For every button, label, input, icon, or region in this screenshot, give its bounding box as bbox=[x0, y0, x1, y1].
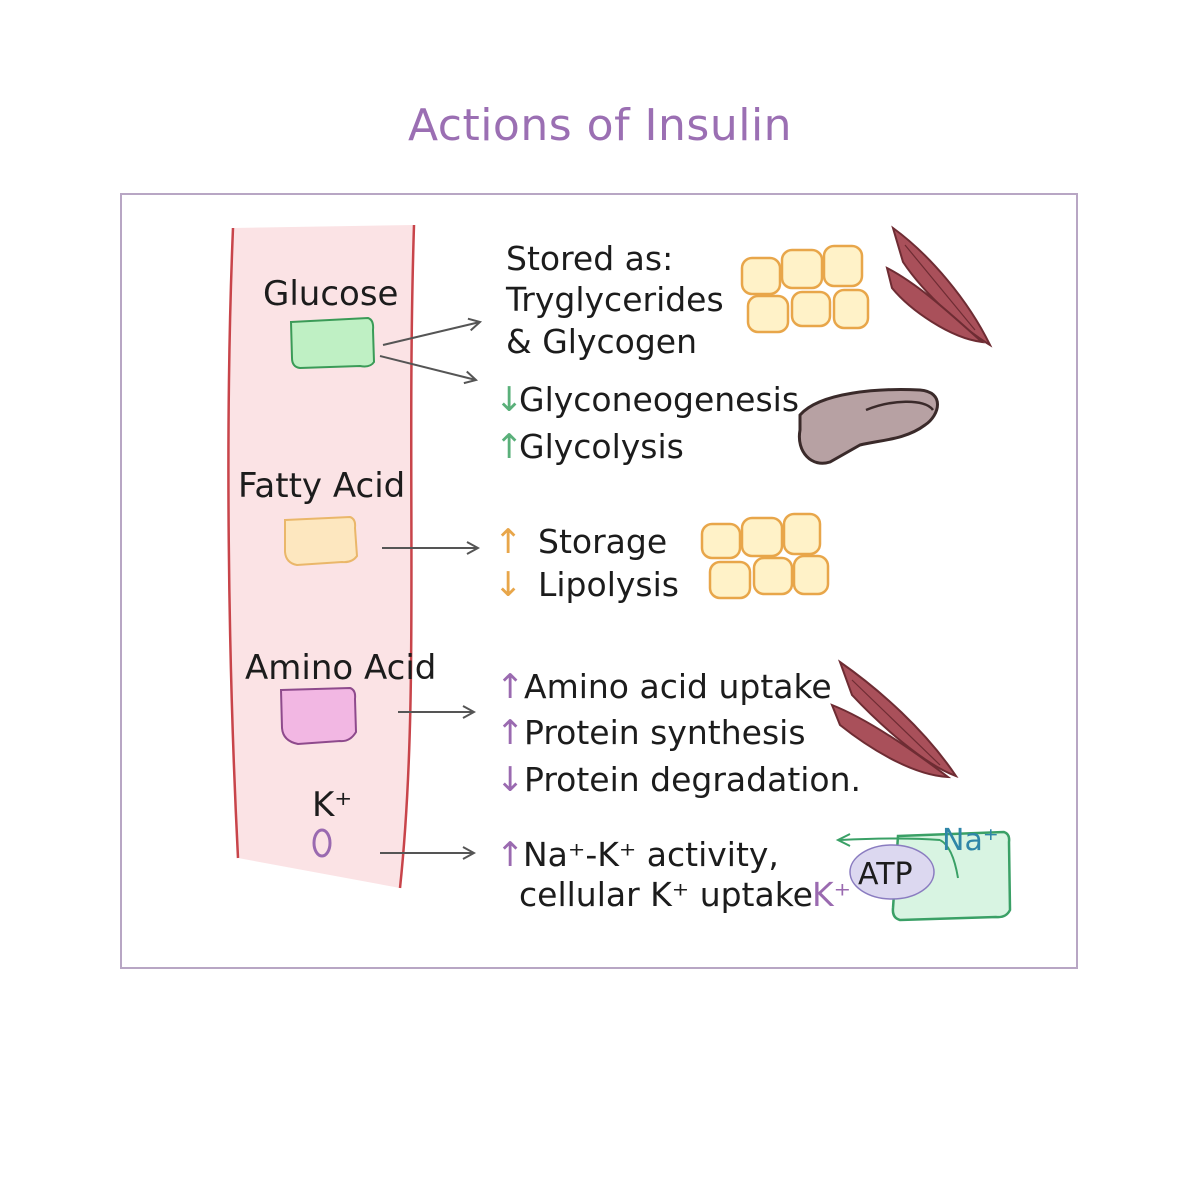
glycolysis-text: Glycolysis bbox=[519, 427, 684, 466]
skeletal-muscle-icon bbox=[830, 659, 959, 779]
glucose-molecule-icon bbox=[289, 316, 376, 370]
potassium-label: K⁺ bbox=[312, 785, 352, 825]
fatty-acid-molecule-icon bbox=[284, 515, 359, 567]
page-title: Actions of Insulin bbox=[407, 100, 793, 151]
glucose-label: Glucose bbox=[263, 274, 398, 314]
fatty-acid-label: Fatty Acid bbox=[238, 466, 405, 506]
lipolysis-text: Lipolysis bbox=[538, 565, 679, 604]
adipose-tissue-icon bbox=[700, 512, 830, 600]
down-arrow-icon: ↓ bbox=[495, 380, 524, 420]
stored-as-text: Stored as: bbox=[506, 239, 673, 278]
atp-label: ATP bbox=[858, 857, 913, 892]
adipose-tissue-icon bbox=[740, 244, 870, 334]
triglycerides-text: Tryglycerides bbox=[505, 280, 724, 319]
glycogen-text: & Glycogen bbox=[506, 322, 697, 361]
pump-k-label: K⁺ bbox=[812, 875, 851, 914]
amino-acid-molecule-icon bbox=[279, 686, 358, 746]
up-arrow-icon: ↑ bbox=[496, 667, 525, 707]
potassium-ion-icon bbox=[312, 828, 332, 858]
amino-uptake-text: Amino acid uptake bbox=[524, 667, 832, 706]
diagram-frame bbox=[120, 193, 1078, 969]
up-arrow-icon: ↑ bbox=[496, 713, 525, 753]
protein-degradation-text: Protein degradation. bbox=[524, 760, 861, 799]
up-arrow-icon: ↑ bbox=[495, 427, 524, 467]
skeletal-muscle-icon bbox=[885, 225, 993, 348]
k-uptake-text: cellular K⁺ uptake bbox=[519, 875, 813, 914]
glucose-liver-arrow bbox=[379, 355, 476, 380]
na-k-activity-text: Na⁺-K⁺ activity, bbox=[523, 835, 779, 874]
glucose-storage-arrow bbox=[382, 322, 480, 346]
gluconeogenesis-text: Glyconeogenesis bbox=[519, 380, 799, 419]
amino-acid-label: Amino Acid bbox=[245, 648, 436, 688]
storage-text: Storage bbox=[538, 522, 667, 561]
up-arrow-icon: ↑ bbox=[494, 522, 523, 562]
up-arrow-icon: ↑ bbox=[496, 835, 525, 875]
na-k-pump-icon: ATP Na⁺ bbox=[835, 823, 1012, 922]
protein-synthesis-text: Protein synthesis bbox=[524, 713, 806, 752]
down-arrow-icon: ↓ bbox=[494, 565, 523, 605]
pump-na-label: Na⁺ bbox=[942, 823, 999, 858]
reaction-arrows bbox=[379, 322, 480, 853]
liver-icon bbox=[797, 388, 939, 465]
down-arrow-icon: ↓ bbox=[496, 760, 525, 800]
